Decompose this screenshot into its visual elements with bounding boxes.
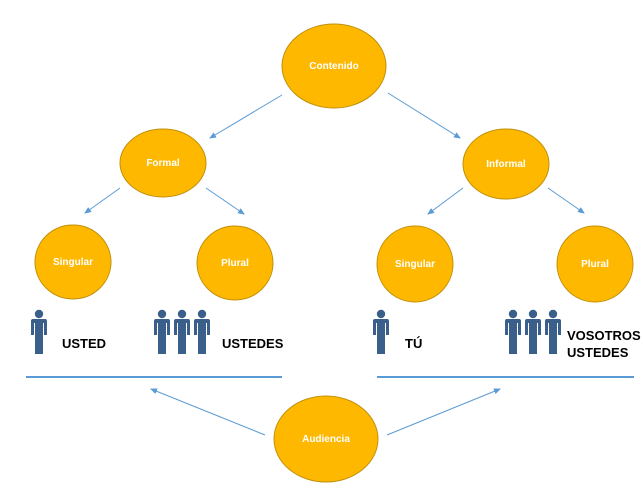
label-tu: TÚ [405,336,422,351]
node-informal-plural-label: Plural [581,259,609,270]
node-informal-singular: Singular [376,225,454,303]
edge-informal-plural [547,187,585,214]
node-audiencia-label: Audiencia [302,434,350,445]
person-icon [194,309,210,354]
node-informal-singular-label: Singular [395,259,435,270]
person-icon [545,309,561,354]
edge-informal-singular [427,187,464,215]
label-vosotros-ustedes: USTEDES [567,345,629,360]
node-informal-label: Informal [486,159,526,170]
node-formal-label: Formal [146,158,180,169]
node-informal-plural: Plural [556,225,634,303]
node-formal-singular-label: Singular [53,257,93,268]
label-vosotros: VOSOTROS [567,328,641,343]
node-contenido-label: Contenido [309,61,358,72]
person-icon [31,309,47,354]
node-formal-plural: Plural [196,225,274,301]
node-contenido: Contenido [281,23,387,109]
person-icon [373,309,389,354]
label-usted: USTED [62,336,106,351]
person-icon [174,309,190,354]
edge-formal-singular [84,187,121,214]
node-formal-plural-label: Plural [221,258,249,269]
edge-contenido-formal [209,94,283,139]
person-icon [525,309,541,354]
edge-audiencia-right [386,388,501,436]
label-ustedes: USTEDES [222,336,284,351]
node-informal: Informal [462,128,550,200]
person-icon [154,309,170,354]
edge-contenido-informal [387,92,461,139]
person-icon [505,309,521,354]
edge-formal-plural [205,187,245,215]
node-formal-singular: Singular [34,224,112,300]
node-audiencia: Audiencia [273,395,379,483]
edge-audiencia-left [150,388,266,436]
node-formal: Formal [119,128,207,198]
